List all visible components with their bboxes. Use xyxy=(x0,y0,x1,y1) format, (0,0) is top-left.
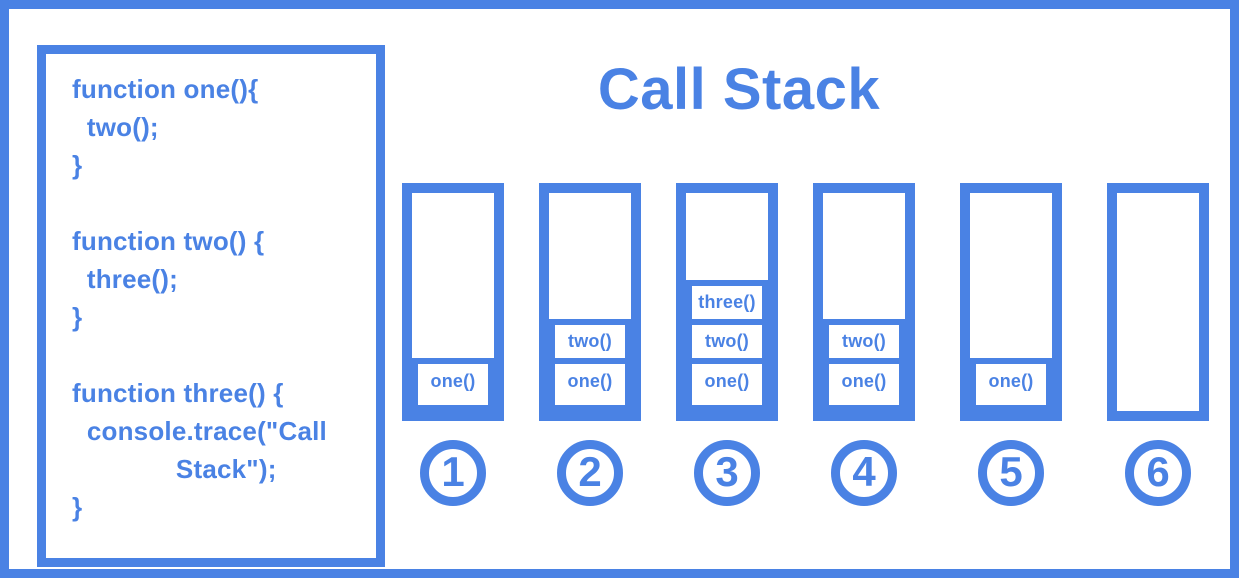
stack-frame: one() xyxy=(418,364,488,405)
code-line xyxy=(72,184,370,222)
code-line: Stack"); xyxy=(72,454,277,484)
stack: two() one() xyxy=(539,183,641,421)
stack-group: one() 5 xyxy=(960,183,1062,506)
stack-number-badge: 5 xyxy=(978,440,1044,506)
stack-frames: two() one() xyxy=(823,319,905,411)
stack-frames: one() xyxy=(412,358,494,411)
code-line: console.trace("Call xyxy=(72,416,327,446)
code-line xyxy=(72,336,370,374)
page-title: Call Stack xyxy=(597,57,881,122)
stack-frame: one() xyxy=(555,364,625,405)
stack-frames: one() xyxy=(970,358,1052,411)
code-line: } xyxy=(72,302,83,332)
stack-group: 6 xyxy=(1107,183,1209,506)
stacks-row: one() 1 two() one() 2 three() two() one() 3 two()… xyxy=(402,183,1209,506)
code-line: function two() { xyxy=(72,226,265,256)
stack-frame: two() xyxy=(555,325,625,358)
stack-frames: two() one() xyxy=(549,319,631,411)
stack-empty-space xyxy=(549,193,631,319)
stack-number-badge: 2 xyxy=(557,440,623,506)
stack-empty-space xyxy=(970,193,1052,358)
stack: three() two() one() xyxy=(676,183,778,421)
stack-empty-space xyxy=(1117,193,1199,411)
stack-number-badge: 4 xyxy=(831,440,897,506)
stack-number-badge: 6 xyxy=(1125,440,1191,506)
code-line: two(); xyxy=(72,112,159,142)
stack-frame: one() xyxy=(976,364,1046,405)
code-line: function three() { xyxy=(72,378,284,408)
code-line: } xyxy=(72,492,83,522)
stack-frame: two() xyxy=(692,325,762,358)
code-line: function one(){ xyxy=(72,74,259,104)
stack-frame: one() xyxy=(692,364,762,405)
code-line: three(); xyxy=(72,264,178,294)
stack xyxy=(1107,183,1209,421)
stack-group: one() 1 xyxy=(402,183,504,506)
stack-empty-space xyxy=(412,193,494,358)
stack: two() one() xyxy=(813,183,915,421)
stack-frames: three() two() one() xyxy=(686,280,768,411)
stack: one() xyxy=(960,183,1062,421)
stack-empty-space xyxy=(686,193,768,280)
code-panel: function one(){ two();} function two() {… xyxy=(37,45,385,567)
stack-group: three() two() one() 3 xyxy=(676,183,778,506)
stack-frame: one() xyxy=(829,364,899,405)
stack-group: two() one() 2 xyxy=(539,183,641,506)
code-panel-lines: function one(){ two();} function two() {… xyxy=(72,70,370,526)
stack-frame: two() xyxy=(829,325,899,358)
stack-group: two() one() 4 xyxy=(813,183,915,506)
stack-number-badge: 1 xyxy=(420,440,486,506)
code-line: } xyxy=(72,150,83,180)
stack-number-badge: 3 xyxy=(694,440,760,506)
stack: one() xyxy=(402,183,504,421)
stack-frame: three() xyxy=(692,286,762,319)
stack-empty-space xyxy=(823,193,905,319)
